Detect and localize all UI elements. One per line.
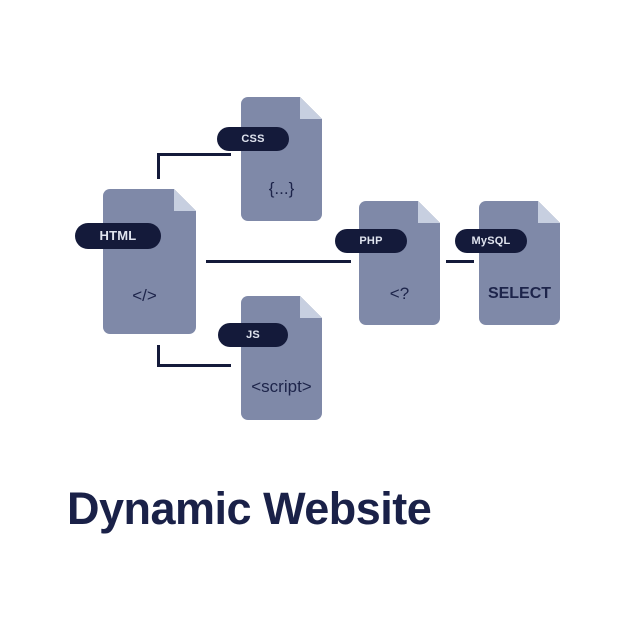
folded-corner-icon	[300, 97, 322, 119]
connector-css-horizontal	[157, 153, 231, 156]
folded-corner-icon	[538, 201, 560, 223]
css-label: CSS	[217, 127, 289, 151]
js-symbol: <script>	[251, 377, 312, 396]
php-file-icon: <?	[359, 201, 440, 325]
css-file-icon: {...}	[241, 97, 322, 221]
mysql-label: MySQL	[455, 229, 527, 253]
js-label: JS	[218, 323, 288, 347]
folded-corner-icon	[300, 296, 322, 318]
html-symbol: </>	[132, 286, 157, 305]
php-label: PHP	[335, 229, 407, 253]
connector-js-horizontal	[157, 364, 231, 367]
page-title: Dynamic Website	[67, 483, 432, 534]
mysql-file-icon: SELECT	[479, 201, 560, 325]
php-symbol: <?	[389, 284, 410, 303]
js-file-icon: <script>	[241, 296, 322, 420]
html-file-icon: </>	[103, 189, 196, 334]
html-label: HTML	[75, 223, 161, 249]
folded-corner-icon	[174, 189, 196, 211]
connector-html-js	[157, 345, 160, 367]
folded-corner-icon	[418, 201, 440, 223]
connector-html-php	[206, 260, 351, 263]
connector-html-css	[157, 153, 160, 179]
connector-php-mysql	[446, 260, 474, 263]
mysql-symbol: SELECT	[487, 285, 552, 302]
css-symbol: {...}	[268, 179, 295, 198]
